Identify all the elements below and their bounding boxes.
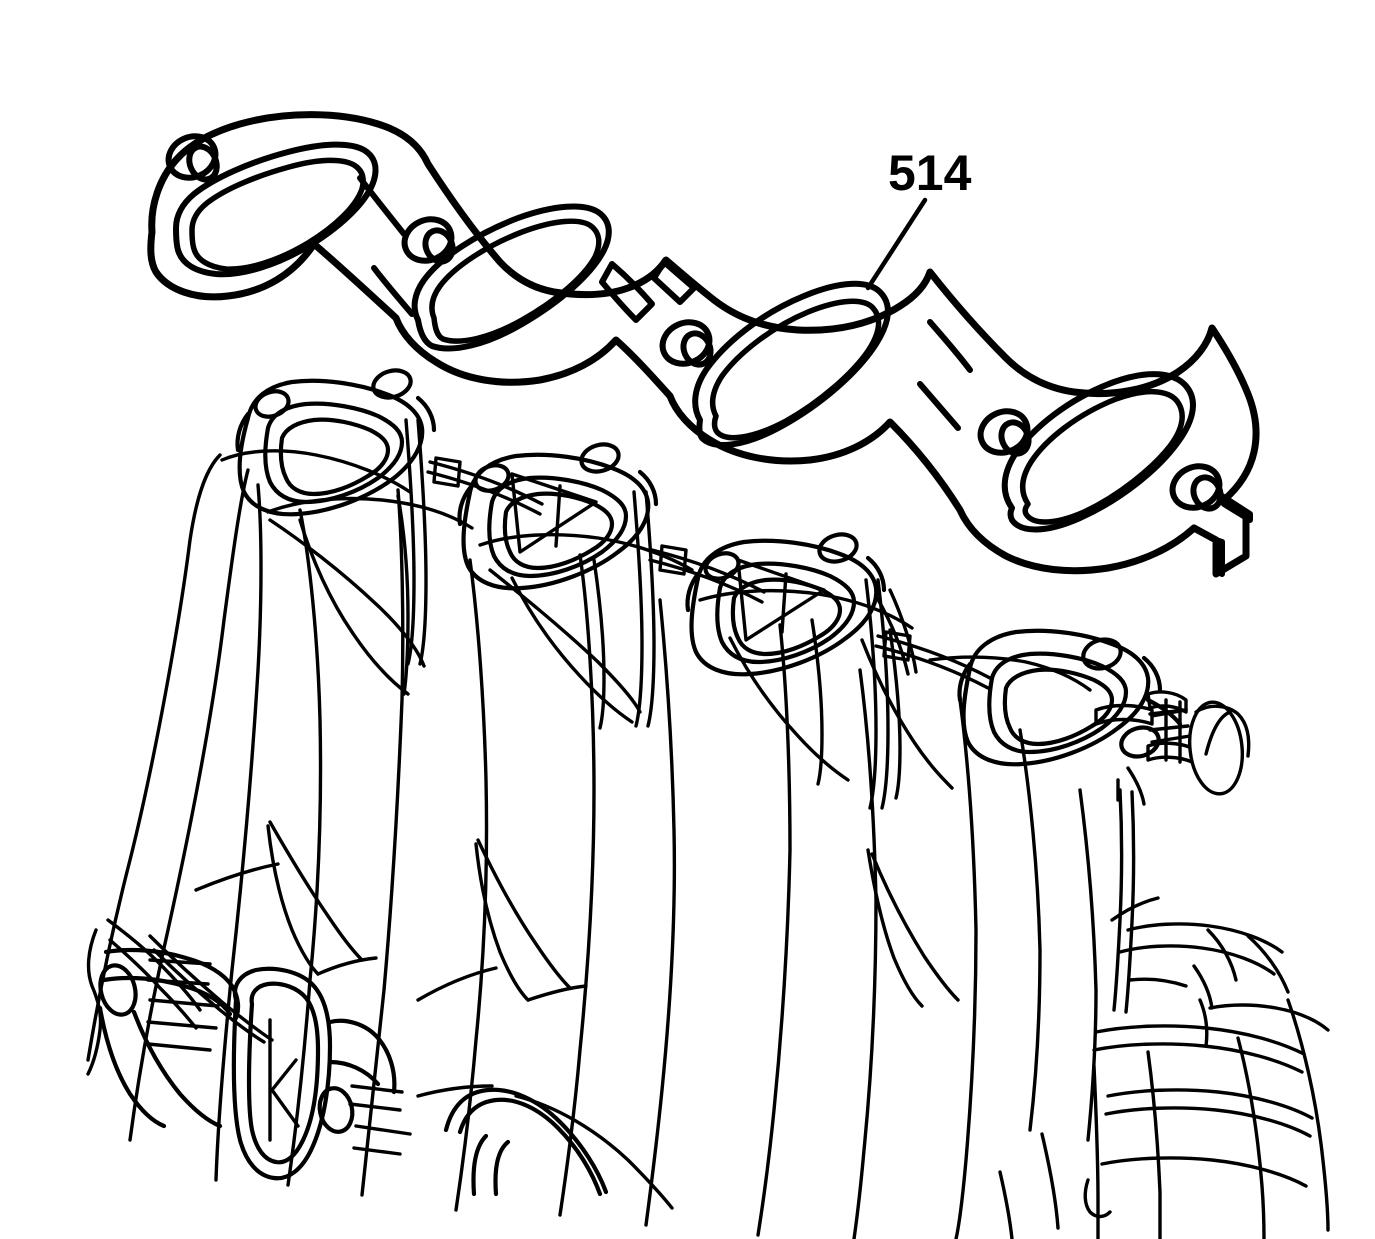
intake-manifold-body xyxy=(86,449,1330,1239)
callout-514: 514 xyxy=(865,145,972,291)
manifold-mounting-flanges xyxy=(235,368,1190,810)
callout-label-514: 514 xyxy=(888,145,972,201)
intake-manifold-gasket xyxy=(147,111,1260,578)
callout-leader-line xyxy=(865,197,928,291)
